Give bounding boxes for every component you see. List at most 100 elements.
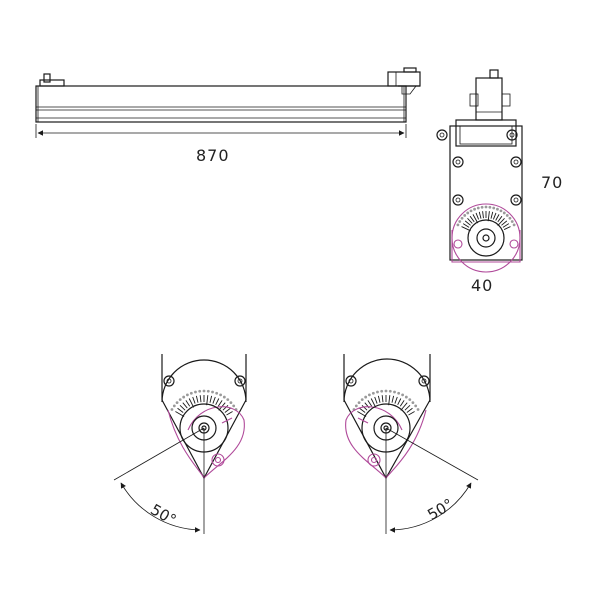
dial-tick xyxy=(478,211,482,219)
dial-dot xyxy=(384,389,388,393)
dial-dot xyxy=(360,398,364,402)
dial-dot xyxy=(414,404,418,408)
dial-dot xyxy=(388,389,392,393)
dial-tick xyxy=(357,411,367,417)
dial-tick xyxy=(475,212,480,220)
dial-tick xyxy=(472,214,479,224)
dial-dot xyxy=(182,395,186,399)
dial-dot xyxy=(215,391,219,395)
dial-tick xyxy=(461,226,471,232)
length-dimension: 870 xyxy=(196,146,230,165)
dial-tick xyxy=(177,407,184,413)
front-view: 70 40 xyxy=(436,69,563,295)
dial-tick xyxy=(215,398,220,405)
dial-tick xyxy=(482,211,484,219)
tilt-angle-right: 50° xyxy=(424,495,456,524)
dial-tick xyxy=(359,407,366,413)
dial-dot xyxy=(206,389,210,393)
dial-dot xyxy=(172,404,176,408)
dial-dot xyxy=(492,206,496,210)
dial-tick xyxy=(462,223,470,228)
dial-tick xyxy=(502,223,510,228)
dial-dot xyxy=(404,395,408,399)
dial-dot xyxy=(232,404,236,408)
dial-tick xyxy=(212,396,216,404)
dial-tick xyxy=(406,407,413,413)
dial-dot xyxy=(198,389,202,393)
dial-tick xyxy=(179,405,186,411)
dial-dot xyxy=(512,223,516,227)
dial-dot xyxy=(175,401,179,405)
dial-dot xyxy=(380,389,384,393)
dial-dot xyxy=(484,205,488,209)
dial-tick xyxy=(497,215,503,223)
dial-tick xyxy=(490,211,494,219)
dial-dot xyxy=(476,206,480,210)
dial-dot xyxy=(367,393,371,397)
side-view: 870 xyxy=(35,67,421,165)
dial-tick xyxy=(370,398,377,408)
dial-dot xyxy=(189,391,193,395)
dial-tick xyxy=(495,214,500,221)
dial-dot xyxy=(473,207,476,211)
dial-dot xyxy=(371,391,375,395)
dial-dot xyxy=(401,393,405,397)
dial-dot xyxy=(393,390,396,394)
dial-tick xyxy=(400,402,408,411)
dial-dot xyxy=(456,223,460,227)
dial-tick xyxy=(217,400,223,407)
screw-icon xyxy=(452,156,522,206)
dial-dot xyxy=(460,216,464,220)
dial-dot xyxy=(466,211,470,215)
dial-dot xyxy=(219,393,223,397)
dial-dot xyxy=(178,398,182,402)
dial-tick xyxy=(391,395,395,403)
dial-dot xyxy=(416,408,420,411)
dial-tick xyxy=(226,411,233,416)
dial-dot xyxy=(496,207,499,211)
dial-tick xyxy=(209,395,213,403)
dial-dot xyxy=(469,209,473,213)
dial-dot xyxy=(510,220,514,223)
dial-tick xyxy=(367,400,373,407)
dial-dot xyxy=(226,398,230,402)
dial-tick xyxy=(195,395,199,403)
dial-tick xyxy=(394,396,398,404)
dial-tick xyxy=(467,218,473,224)
height-dimension: 70 xyxy=(541,173,563,192)
dial-tick xyxy=(404,405,411,411)
dial-tick xyxy=(503,226,511,230)
dial-dot xyxy=(185,393,189,397)
dial-tick xyxy=(492,212,497,220)
dial-dot xyxy=(229,401,233,405)
dial-dot xyxy=(463,214,467,217)
dial-tick xyxy=(399,400,405,407)
width-dimension: 40 xyxy=(471,276,493,295)
dial-tick xyxy=(224,407,231,413)
dial-tick xyxy=(222,405,229,411)
dial-tick xyxy=(374,396,378,404)
dial-tick xyxy=(185,400,191,407)
dial-tick xyxy=(199,395,202,403)
dial-dot xyxy=(408,398,412,402)
dial-tick xyxy=(188,398,195,408)
tilt-angle-left: 50° xyxy=(147,500,179,529)
dial-tick xyxy=(397,398,402,405)
dial-tick xyxy=(377,395,381,403)
dial-tick xyxy=(487,211,490,222)
dial-dot xyxy=(411,401,415,405)
dial-tick xyxy=(501,220,508,226)
dial-dot xyxy=(488,205,492,209)
dial-tick xyxy=(497,218,505,226)
dial-dot xyxy=(376,390,379,394)
dial-dot xyxy=(211,390,214,394)
dial-tick xyxy=(388,395,391,406)
dial-tick xyxy=(408,411,415,416)
dial-dot xyxy=(502,211,506,215)
dial-tick xyxy=(192,396,196,404)
dial-dot xyxy=(480,205,484,209)
dial-dot xyxy=(222,395,226,399)
dial-dot xyxy=(508,216,512,220)
